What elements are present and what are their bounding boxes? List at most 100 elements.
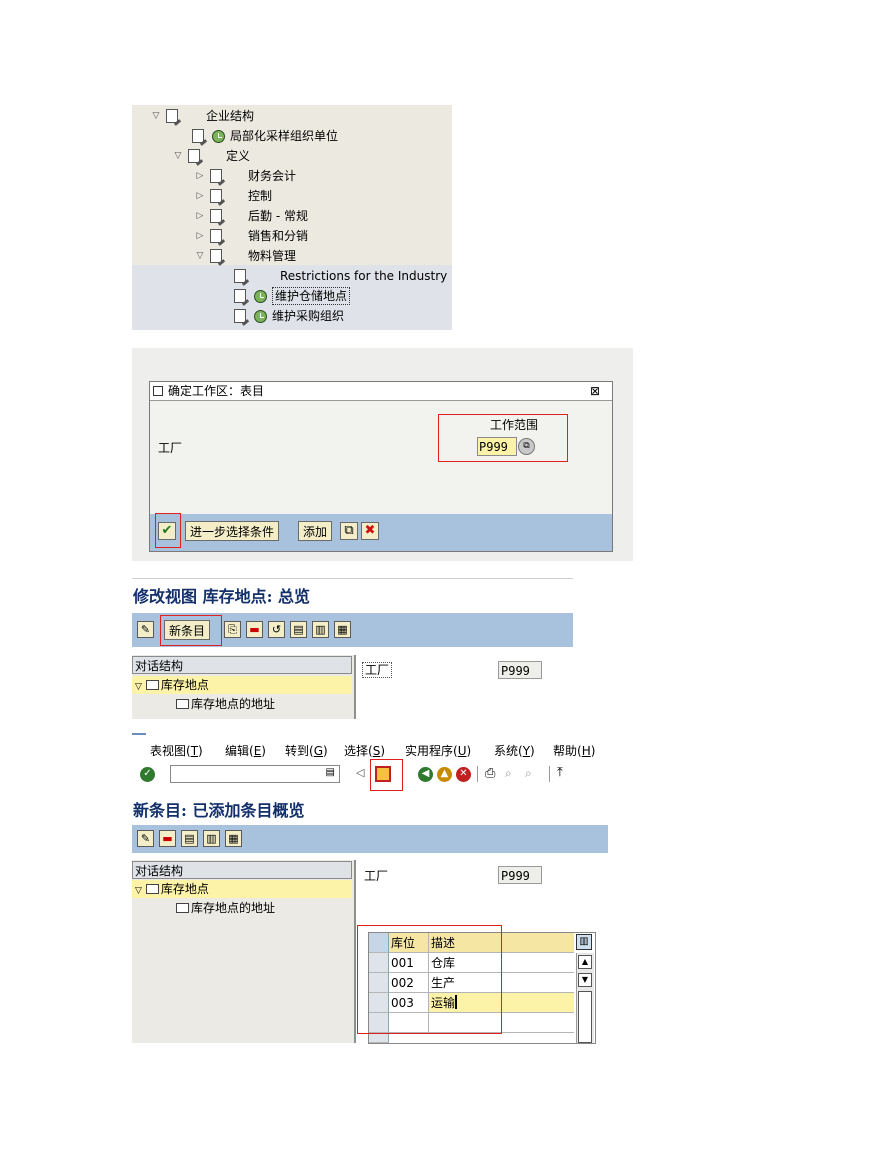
tree-node-logistics[interactable]: ▷ 后勤 - 常规 <box>194 206 308 226</box>
tree-node-localize[interactable]: 局部化采样组织单位 <box>192 126 338 146</box>
menu-table-view[interactable]: 表视图(T) <box>150 744 203 758</box>
plant-value-field: P999 <box>498 661 542 679</box>
back-icon[interactable]: ◀ <box>418 767 433 782</box>
cancel-icon[interactable]: ✕ <box>456 767 471 782</box>
print-icon[interactable]: ⎙ <box>485 766 496 781</box>
row-selector[interactable] <box>369 993 389 1013</box>
nav-node-storage[interactable]: ▽库存地点 <box>132 880 352 898</box>
find-next-icon[interactable]: ⌕ <box>525 766 532 780</box>
table-scrollbar[interactable]: ▲ ▼ <box>576 953 594 1043</box>
add-button[interactable]: 添加 <box>298 521 333 541</box>
first-page-icon[interactable]: ⤒ <box>557 765 563 780</box>
delete-icon[interactable]: ▬ <box>159 830 176 847</box>
save-icon[interactable] <box>375 766 391 782</box>
tree-node-define[interactable]: ▽ 定义 <box>172 146 250 166</box>
tree-node-materials[interactable]: ▽ 物料管理 <box>194 246 296 266</box>
deselect-all-icon[interactable]: ▦ <box>334 621 351 638</box>
tree-node-label: 物料管理 <box>248 249 297 263</box>
location-cell[interactable]: 002 <box>389 973 429 993</box>
menu-utilities[interactable]: 实用程序(U) <box>405 744 472 758</box>
tree-node-label: 局部化采样组织单位 <box>230 129 339 143</box>
select-all-icon[interactable]: ▤ <box>181 830 198 847</box>
row-selector[interactable] <box>369 1013 389 1033</box>
deselect-all-icon[interactable]: ▦ <box>225 830 242 847</box>
select-all-icon[interactable]: ▤ <box>290 621 307 638</box>
separator-line <box>132 578 573 579</box>
collapse-triangle-icon[interactable]: ▽ <box>152 111 160 121</box>
tree-node-maintain-purch[interactable]: 维护采购组织 <box>234 306 344 326</box>
select-block-icon[interactable]: ▥ <box>312 621 329 638</box>
document-icon <box>234 289 246 303</box>
workarea-dialog-panel: 确定工作区：表目 ⊠ 工厂 工作范围 P999 ⧉ ✔ 进一步选择条件 添加 ⧉… <box>132 348 633 561</box>
row-selector[interactable] <box>369 1033 389 1043</box>
menu-edit[interactable]: 编辑(E) <box>225 744 266 758</box>
tree-node-maintain-storage[interactable]: 维护仓储地点 <box>234 286 351 306</box>
plant-field-label: 工厂 <box>158 441 183 455</box>
command-history-icon[interactable]: ▤ <box>325 767 335 778</box>
change-display-icon[interactable]: ✎ <box>137 621 154 638</box>
row-selector[interactable] <box>369 953 389 973</box>
toolbar-separator <box>477 766 478 782</box>
location-cell[interactable]: 003 <box>389 993 429 1013</box>
tree-node-label: 后勤 - 常规 <box>248 209 308 223</box>
location-cell[interactable]: 001 <box>389 953 429 973</box>
undo-icon[interactable]: ↺ <box>268 621 285 638</box>
table-settings-icon[interactable]: ▥ <box>576 934 592 950</box>
tree-node-enterprise[interactable]: ▽ 企业结构 <box>150 106 254 126</box>
tree-node-sales[interactable]: ▷ 销售和分销 <box>194 226 308 246</box>
scroll-thumb[interactable] <box>578 991 592 1043</box>
app-toolbar: ✎ ▬ ▤ ▥ ▦ <box>132 825 608 853</box>
expand-triangle-icon[interactable]: ▷ <box>196 231 204 241</box>
scroll-down-icon[interactable]: ▼ <box>578 973 592 987</box>
document-icon <box>210 229 222 243</box>
new-entries-button[interactable]: 新条目 <box>164 620 211 640</box>
menu-help[interactable]: 帮助(H) <box>553 744 596 758</box>
storage-location-table: 库位 描述 ▥ 001 仓库 002 生产 003 运输 ▲ ▼ <box>368 932 596 1044</box>
close-icon[interactable]: ⊠ <box>590 384 601 398</box>
cancel-x-icon[interactable]: ✖ <box>361 522 379 540</box>
delete-icon[interactable]: ▬ <box>246 621 263 638</box>
expand-triangle-icon[interactable]: ▷ <box>196 171 204 181</box>
continue-check-icon[interactable]: ✔ <box>158 522 176 540</box>
plant-value-field: P999 <box>498 866 542 884</box>
tree-node-label: 控制 <box>248 189 273 203</box>
new-window-icon[interactable]: ⧉ <box>340 522 358 540</box>
execute-clock-icon[interactable] <box>254 289 267 303</box>
tree-node-control[interactable]: ▷ 控制 <box>194 186 272 206</box>
collapse-triangle-icon[interactable]: ▽ <box>135 886 142 896</box>
enter-check-icon[interactable]: ✓ <box>140 767 155 782</box>
collapse-triangle-icon[interactable]: ▽ <box>174 151 182 161</box>
location-cell-empty[interactable] <box>389 1013 429 1033</box>
find-icon[interactable]: ⌕ <box>505 766 512 780</box>
plant-value-input[interactable]: P999 <box>477 437 517 456</box>
more-criteria-button[interactable]: 进一步选择条件 <box>185 521 280 541</box>
nav-node-address[interactable]: 库存地点的地址 <box>176 899 275 917</box>
nav-node-address[interactable]: 库存地点的地址 <box>176 695 275 713</box>
row-selector[interactable] <box>369 973 389 993</box>
expand-triangle-icon[interactable]: ▷ <box>196 211 204 221</box>
tree-node-restrictions[interactable]: Restrictions for the Industry <box>234 266 447 286</box>
document-icon <box>210 209 222 223</box>
collapse-arrow-icon[interactable]: ◁ <box>356 766 365 779</box>
scroll-up-icon[interactable]: ▲ <box>578 955 592 969</box>
execute-clock-icon[interactable] <box>212 129 225 143</box>
command-field[interactable]: ▤ <box>170 765 340 783</box>
menu-selection[interactable]: 选择(S) <box>344 744 386 758</box>
menu-goto[interactable]: 转到(G) <box>285 744 328 758</box>
copy-icon[interactable]: ⎘ <box>224 621 241 638</box>
expand-triangle-icon[interactable]: ▷ <box>196 191 204 201</box>
collapse-triangle-icon[interactable]: ▽ <box>196 251 204 261</box>
tree-node-finance[interactable]: ▷ 财务会计 <box>194 166 296 186</box>
column-header-location[interactable]: 库位 <box>389 933 429 953</box>
menu-system[interactable]: 系统(Y) <box>494 744 535 758</box>
exit-icon[interactable]: ▲ <box>437 767 452 782</box>
execute-clock-icon[interactable] <box>254 309 267 323</box>
collapse-triangle-icon[interactable]: ▽ <box>135 682 142 692</box>
select-block-icon[interactable]: ▥ <box>203 830 220 847</box>
change-display-icon[interactable]: ✎ <box>137 830 154 847</box>
nav-node-storage[interactable]: ▽库存地点 <box>132 676 352 694</box>
window-icon <box>153 386 163 396</box>
select-all-column-button[interactable] <box>369 933 389 953</box>
multiple-selection-icon[interactable]: ⧉ <box>518 438 535 455</box>
text-cursor <box>455 995 458 1009</box>
